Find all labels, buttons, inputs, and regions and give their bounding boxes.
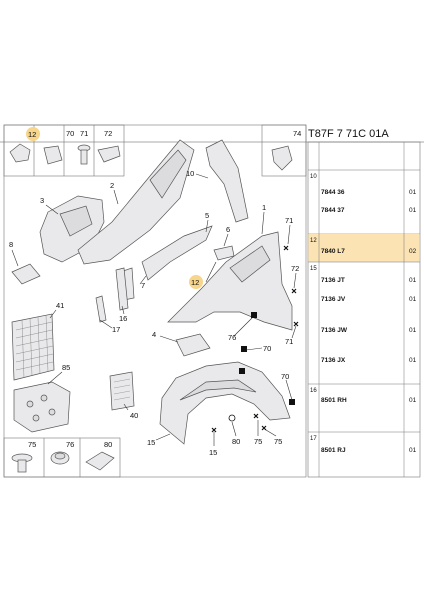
- callout-12-diagram: 12: [191, 278, 199, 287]
- callout-80: 80: [232, 437, 240, 446]
- callout-2: 2: [110, 181, 114, 190]
- parts-row-index-12: 12: [310, 238, 317, 244]
- part-40-label-plate: [109, 371, 135, 411]
- part-17-support: [95, 295, 107, 323]
- callout-72: 72: [291, 264, 299, 273]
- top-fastener-boxes: 12 70 71 72: [3, 124, 125, 177]
- rivet-75-icon: [11, 453, 33, 473]
- parts-qty: 02: [409, 248, 417, 255]
- parts-row-index-16: 16: [310, 388, 317, 394]
- callout-7: 7: [141, 281, 145, 290]
- parts-ref: 7136 JX: [321, 357, 346, 364]
- callout-71-top: 71: [285, 216, 293, 225]
- parts-qty: 01: [409, 207, 417, 214]
- callout-5: 5: [205, 211, 209, 220]
- highlight-marker-12-diagram: [189, 275, 203, 289]
- parts-ref: 7136 JV: [321, 296, 346, 303]
- parts-qty: 01: [409, 357, 417, 364]
- part-8-bracket: [11, 263, 41, 285]
- parts-qty: 01: [409, 296, 417, 303]
- diagram-fasteners: [211, 245, 299, 433]
- callout-4: 4: [152, 330, 156, 339]
- callout-1: 1: [262, 203, 266, 212]
- parts-qty: 01: [409, 447, 417, 454]
- parts-ref: 7136 JW: [321, 327, 348, 334]
- bottom-fastener-boxes: 75 76 80: [3, 437, 121, 478]
- part-10-front-bracket: [205, 139, 249, 223]
- parts-ref: 8501 RJ: [321, 447, 346, 454]
- part-15-wheel-arch-liner: [159, 361, 291, 445]
- part-5-bracket: [141, 225, 213, 281]
- callout-76: 76: [228, 333, 236, 342]
- callout-70-mid: 70: [263, 344, 271, 353]
- parts-qty: 01: [409, 397, 417, 404]
- parts-ref: 7844 37: [321, 207, 345, 214]
- callout-71-bottom: 71: [285, 337, 293, 346]
- box-label-12: 12: [28, 130, 36, 139]
- callout-70-low: 70: [281, 372, 289, 381]
- clip-80-icon: [85, 451, 115, 471]
- parts-row-index-17: 17: [310, 436, 317, 442]
- part-4-bracket: [175, 333, 211, 357]
- callout-15-bottom: 15: [209, 448, 217, 457]
- box-label-80: 80: [104, 440, 112, 449]
- parts-row-index-15: 15: [310, 266, 317, 272]
- callout-75-mid: 75: [254, 437, 262, 446]
- box-label-72: 72: [104, 129, 112, 138]
- parts-list-table: 10 7844 36 01 7844 37 01 12 7840 L7 02 1…: [307, 141, 421, 478]
- nut-70-icon: [43, 145, 63, 165]
- parts-row-index-10: 10: [310, 174, 317, 180]
- callout-16: 16: [119, 314, 127, 323]
- screw-71-icon: [77, 144, 91, 165]
- callout-10: 10: [186, 169, 194, 178]
- parts-ref: 8501 RH: [321, 397, 347, 404]
- parts-ref: 7844 36: [321, 189, 345, 196]
- box-74: 74: [261, 124, 307, 177]
- clip-12-icon: [9, 143, 31, 163]
- clip-72-icon: [97, 145, 121, 163]
- parts-qty: 01: [409, 277, 417, 284]
- parts-ref: 7840 L7: [321, 248, 345, 255]
- box-label-76: 76: [66, 440, 74, 449]
- callout-41: 41: [56, 301, 64, 310]
- part-6-bracket: [213, 245, 235, 261]
- diagram-code: T87F 7 71C 01A: [308, 128, 389, 140]
- box-label-70: 70: [66, 129, 74, 138]
- part-85-foam-block: [13, 381, 71, 433]
- callout-75-right: 75: [274, 437, 282, 446]
- grommet-74-icon: [271, 145, 293, 171]
- callout-85: 85: [62, 363, 70, 372]
- parts-qty: 01: [409, 189, 417, 196]
- box-label-75: 75: [28, 440, 36, 449]
- plug-76-icon: [50, 451, 70, 465]
- parts-ref: 7136 JT: [321, 277, 345, 284]
- callout-15-left: 15: [147, 438, 155, 447]
- box-label-71: 71: [80, 129, 88, 138]
- callout-6: 6: [226, 225, 230, 234]
- callout-17: 17: [112, 325, 120, 334]
- part-41-insulation-pad: [11, 313, 55, 381]
- leader-lines: [11, 173, 297, 446]
- box-label-74: 74: [293, 129, 301, 138]
- callout-labels: 3 2 10 1 5 6 71 8 7 12 72 41 16 17 4 76 …: [9, 169, 299, 457]
- callout-8: 8: [9, 240, 13, 249]
- parts-qty: 01: [409, 327, 417, 334]
- part-16-support: [115, 267, 129, 311]
- row-highlight-12: [308, 234, 420, 262]
- highlight-marker-12-top: [26, 127, 40, 141]
- callout-3: 3: [40, 196, 44, 205]
- callout-40: 40: [130, 411, 138, 420]
- diagram-frame: [3, 124, 307, 478]
